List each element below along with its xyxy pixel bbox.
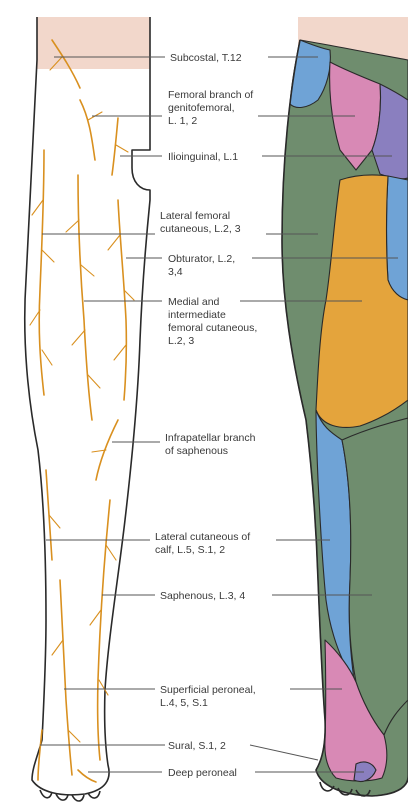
nerve-intermediate-twig-1 bbox=[66, 220, 79, 232]
label-deep-peroneal: Deep peroneal bbox=[168, 767, 237, 779]
nerve-superficial-peroneal-twig-1 bbox=[52, 640, 63, 655]
label-superficial-peroneal: Superficial peroneal, L.4, 5, S.1 bbox=[160, 684, 259, 709]
nerve-lateral-calf-twig bbox=[49, 515, 60, 528]
nerve-lateral-femoral-twig-1 bbox=[32, 200, 43, 215]
label-saphenous: Saphenous, L.3, 4 bbox=[160, 590, 245, 602]
leader-sural-right bbox=[250, 745, 318, 760]
nerve-infrapatellar-branch bbox=[96, 420, 118, 480]
nerve-intermediate-twig-4 bbox=[88, 375, 100, 388]
region-obturator-blue bbox=[387, 176, 408, 300]
label-infrapatellar: Infrapatellar branch of saphenous bbox=[165, 432, 258, 457]
nerve-superficial-peroneal-main bbox=[60, 580, 72, 775]
nerve-superficial-peroneal-twig-2 bbox=[68, 730, 80, 742]
nerve-obturator-twig-3 bbox=[114, 345, 126, 360]
nerve-saphenous-twig-3 bbox=[99, 680, 108, 695]
label-genitofemoral: Femoral branch of genitofemoral, L. 1, 2 bbox=[168, 89, 256, 127]
nerve-intermediate-femoral-main bbox=[78, 175, 92, 420]
label-lateral-cutaneous-calf: Lateral cutaneous of calf, L.5, S.1, 2 bbox=[155, 531, 253, 556]
right-leg-dermatomes bbox=[282, 17, 408, 796]
nerve-lateral-femoral-twig-4 bbox=[42, 350, 52, 365]
left-leg-nerves bbox=[25, 17, 150, 801]
nerve-lateral-femoral-twig-2 bbox=[42, 250, 54, 262]
nerve-intermediate-twig-3 bbox=[72, 330, 85, 345]
nerve-obturator-twig-1 bbox=[108, 235, 120, 250]
nerve-intermediate-twig-2 bbox=[81, 265, 94, 276]
label-ilioinguinal: Ilioinguinal, L.1 bbox=[168, 151, 238, 163]
label-subcostal: Subcostal, T.12 bbox=[170, 52, 242, 64]
nerve-lateral-femoral-twig-3 bbox=[30, 310, 40, 325]
label-medial-intermediate-femoral: Medial and intermediate femoral cutaneou… bbox=[168, 296, 260, 347]
label-lateral-femoral-cutaneous: Lateral femoral cutaneous, L.2, 3 bbox=[160, 210, 241, 235]
nerve-sural-branch bbox=[38, 730, 42, 780]
nerve-ilioinguinal-twig bbox=[116, 145, 128, 152]
label-sural: Sural, S.1, 2 bbox=[168, 740, 226, 752]
nerve-obturator-main bbox=[118, 200, 126, 400]
nerve-saphenous-twig-2 bbox=[90, 610, 101, 625]
nerve-ilioinguinal-branch bbox=[112, 118, 118, 175]
nerve-genitofemoral-branch bbox=[80, 100, 95, 160]
nerve-lateral-femoral-main bbox=[39, 150, 44, 395]
nerve-saphenous-main bbox=[98, 500, 110, 760]
label-obturator: Obturator, L.2, 3,4 bbox=[168, 253, 238, 278]
nerve-saphenous-twig-1 bbox=[106, 545, 116, 560]
left-leg-skin bbox=[25, 17, 150, 795]
